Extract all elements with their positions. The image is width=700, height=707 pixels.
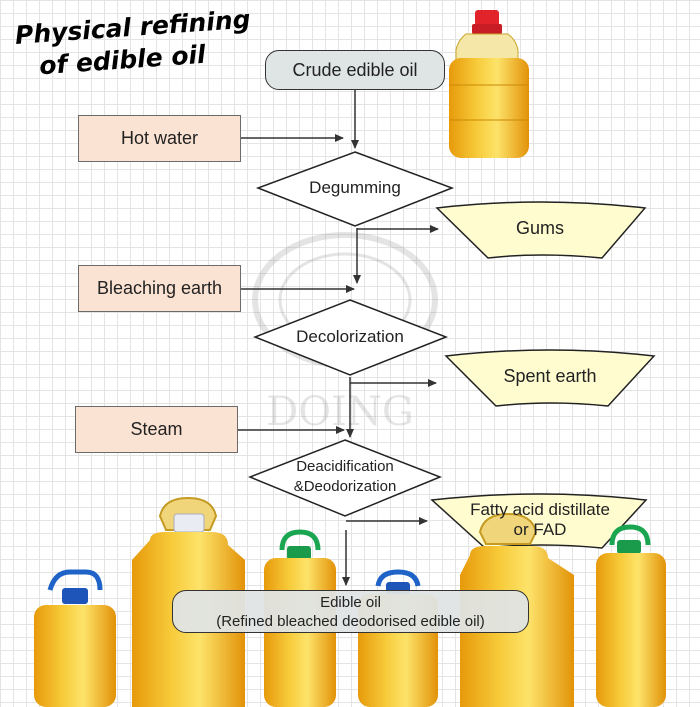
deacid-label-line-2: &Deodorization (293, 478, 397, 495)
crude-oil-label: Crude edible oil (292, 59, 418, 80)
watermark-text: DOING (266, 389, 414, 435)
fad-label-line-2: or FAD (513, 520, 567, 539)
deacid-label-line-1: Deacidification (296, 458, 394, 475)
decolorization-diamond (252, 299, 449, 376)
gums-label: Gums (515, 218, 564, 238)
fad-label-line-1: Fatty acid distillate (470, 500, 610, 519)
bleaching-earth-label: Bleaching earth (96, 278, 223, 298)
degumming-label: Degumming (309, 178, 401, 197)
spent-earth-shape (444, 349, 656, 407)
decolorization-label: Decolorization (296, 327, 404, 346)
edible-oil-node: Edible oil (Refined bleached deodorised … (172, 590, 529, 633)
crude-oil-bottle-image (449, 10, 529, 158)
fad-label: Fatty acid distillate or FAD (440, 498, 640, 542)
edible-oil-label-line-2: (Refined bleached deodorised edible oil) (216, 612, 485, 630)
gums-shape (435, 201, 647, 259)
steam-label: Steam (130, 419, 183, 439)
bleaching-earth-box: Bleaching earth (78, 265, 241, 312)
spent-earth-label: Spent earth (503, 366, 597, 386)
bottle-image-6 (596, 524, 666, 707)
hot-water-box: Hot water (78, 115, 241, 162)
crude-oil-node: Crude edible oil (265, 50, 445, 90)
deacid-diamond (247, 439, 443, 517)
steam-box: Steam (75, 406, 238, 453)
hot-water-label: Hot water (120, 128, 199, 148)
deacid-label: Deacidification &Deodorization (265, 457, 425, 497)
edible-oil-label-line-1: Edible oil (320, 593, 381, 611)
bottle-image-1 (34, 569, 116, 707)
degumming-diamond (255, 151, 455, 227)
